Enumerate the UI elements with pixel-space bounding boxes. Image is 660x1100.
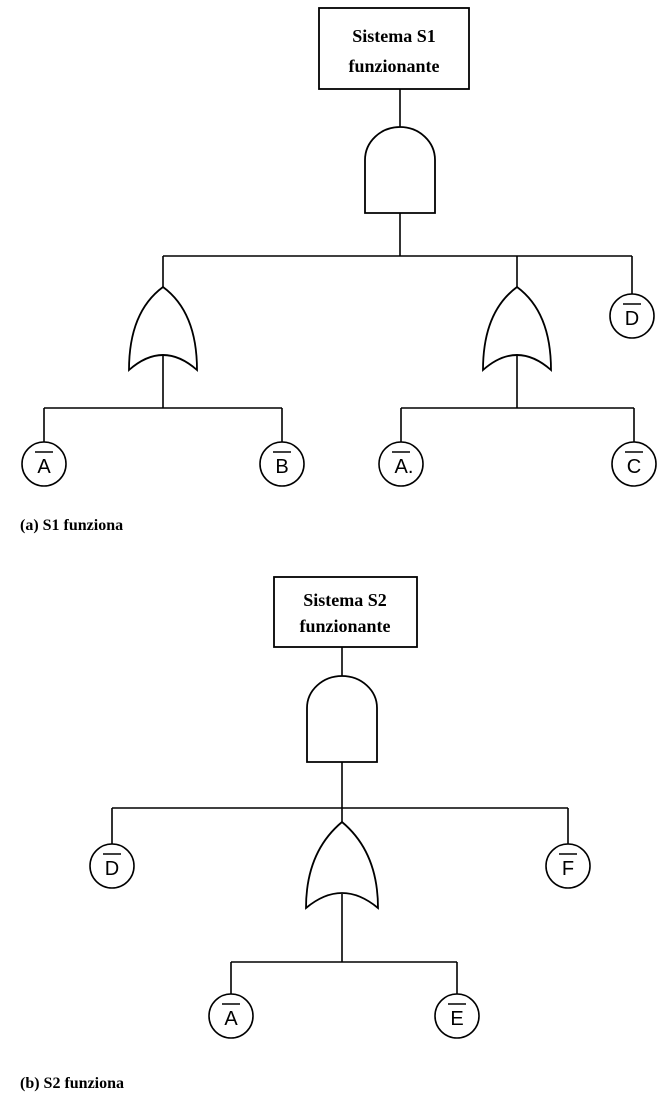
diagram-s1: Sistema S1 funzionante A B [20,7,657,534]
or-gate-right-s1 [482,285,552,372]
top-event-box-s1 [318,7,470,90]
caption-s1: (a) S1 funziona [20,517,123,534]
basic-event-c-s1: C [611,441,657,487]
event-label: A [37,456,51,478]
event-label: A. [395,456,414,478]
top-event-line1-s2: Sistema S2 [303,590,387,610]
event-label: A [224,1008,238,1030]
basic-event-e-s2: E [434,993,480,1039]
basic-event-a-s2: A [208,993,254,1039]
event-label: C [627,456,641,478]
caption-s2: (b) S2 funziona [20,1075,124,1092]
basic-event-d-s1: D [609,293,655,339]
diagram-s2: Sistema S2 funzionante D F A [20,576,591,1092]
or-gate-left-s1 [128,285,198,372]
basic-event-a-right-s1: A. [378,441,424,487]
event-label: F [562,858,574,880]
top-event-line2-s1: funzionante [348,56,439,76]
event-label: E [450,1008,463,1030]
and-gate-s1 [364,126,436,214]
basic-event-f-s2: F [545,843,591,889]
basic-event-d-s2: D [89,843,135,889]
basic-event-b-s1: B [259,441,305,487]
event-label: D [625,308,639,330]
event-label: D [105,858,119,880]
top-event-box-s2 [273,576,418,648]
top-event-line1-s1: Sistema S1 [352,26,436,46]
top-event-line2-s2: funzionante [299,616,390,636]
or-gate-s2 [305,820,379,910]
and-gate-s2 [306,675,378,763]
basic-event-a-s1: A [21,441,67,487]
event-label: B [275,456,288,478]
